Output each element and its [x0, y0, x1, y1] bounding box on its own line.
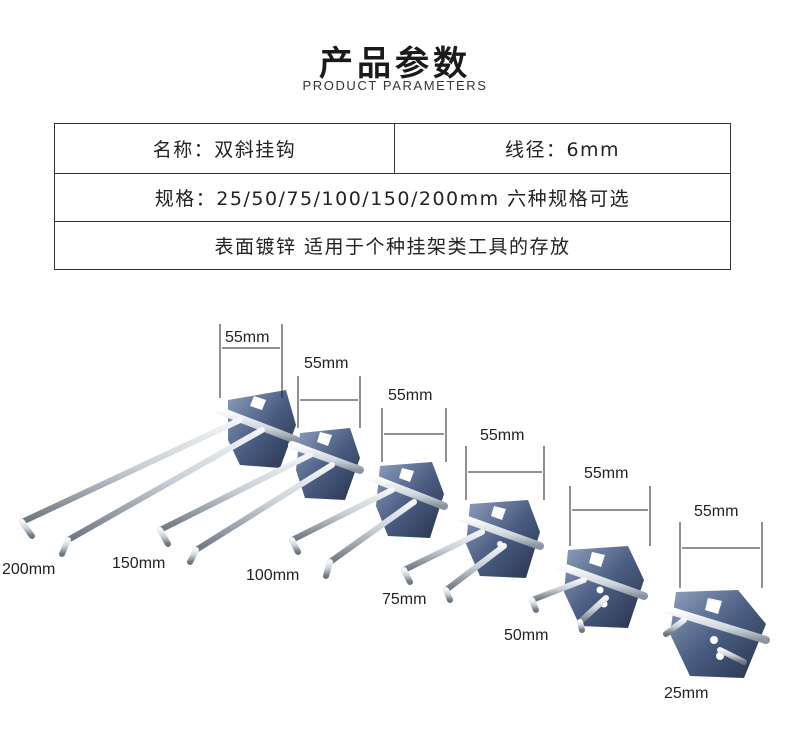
mounting-plate [670, 590, 766, 678]
spec-wire-diameter: 线径：6mm [504, 139, 621, 161]
hook-rod [717, 647, 747, 665]
hook-rod [157, 452, 313, 533]
hooks-illustration: 55mm 55mm 55mm 55mm 55mm 55mm 200mm 150m… [2, 324, 770, 702]
spec-name: 名称：双斜挂钩 [55, 124, 395, 173]
hook-rod [289, 487, 395, 543]
spec-row-finish: 表面镀锌 适用于个种挂架类工具的存放 [55, 222, 730, 269]
spec-row-sizes: 规格：25/50/75/100/150/200mm 六种规格可选 [55, 174, 730, 222]
length-label: 100mm [246, 567, 299, 584]
hook-rod [327, 499, 417, 565]
hook-100mm [289, 462, 448, 579]
length-label: 50mm [504, 627, 548, 644]
hook-200mm [19, 390, 300, 557]
mounting-plate [564, 546, 644, 628]
spec-table: 名称：双斜挂钩 线径：6mm 规格：25/50/75/100/150/200mm… [54, 123, 731, 270]
dimension-label: 55mm [388, 387, 432, 404]
length-label: 200mm [2, 561, 55, 578]
length-label: 25mm [664, 685, 708, 702]
dimension-label: 55mm [304, 355, 348, 372]
dimension-label: 55mm [694, 503, 738, 520]
hook-rod [19, 417, 243, 525]
hook-rod [193, 462, 335, 553]
hook-rod [65, 427, 265, 543]
hook-150mm [157, 428, 364, 565]
spec-finish-usage: 表面镀锌 适用于个种挂架类工具的存放 [214, 236, 571, 258]
page-subtitle: PRODUCT PARAMETERS [302, 78, 488, 93]
hook-rod [663, 617, 687, 637]
hook-rod [577, 595, 609, 625]
hook-75mm [401, 500, 544, 603]
page-title: 产品参数 [319, 44, 471, 84]
hook-50mm [529, 546, 648, 633]
hook-25mm [663, 590, 770, 678]
hook-rod [443, 543, 507, 593]
spec-sizes: 规格：25/50/75/100/150/200mm 六种规格可选 [154, 188, 631, 210]
hook-rod [529, 577, 587, 603]
spec-row-name-wire: 名称：双斜挂钩 线径：6mm [55, 124, 730, 174]
dimension-label: 55mm [480, 427, 524, 444]
dimension-label: 55mm [225, 329, 269, 346]
length-label: 75mm [382, 591, 426, 608]
hook-rod [401, 529, 485, 573]
dimension-markers [219, 324, 763, 588]
length-label: 150mm [112, 555, 165, 572]
plate-slot [250, 396, 266, 410]
dimension-label: 55mm [584, 465, 628, 482]
